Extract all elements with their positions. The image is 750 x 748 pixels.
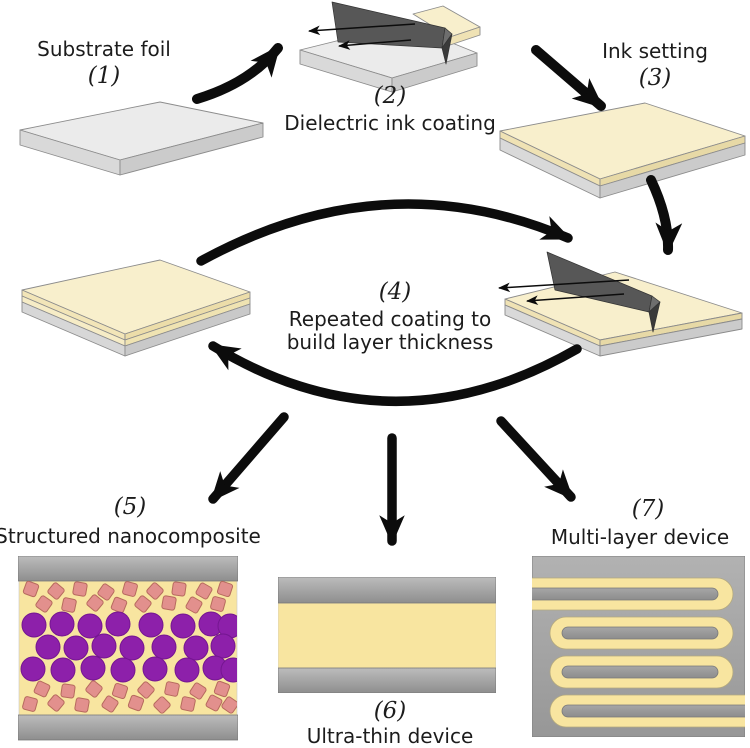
purple-filler-particle — [51, 658, 75, 682]
pink-filler-particle — [61, 684, 76, 699]
pink-filler-particle — [33, 680, 50, 697]
pink-filler-particle — [35, 595, 53, 613]
purple-filler-particle — [21, 657, 45, 681]
top-electrode-bar — [18, 556, 238, 581]
pink-filler-particle — [161, 595, 176, 610]
pink-filler-particle — [172, 582, 187, 597]
inner-electrode-finger — [562, 666, 718, 678]
step2-number: (2) — [373, 83, 407, 109]
pink-filler-particle — [72, 581, 87, 596]
purple-filler-particle — [36, 635, 60, 659]
step2-label: Dielectric ink coating — [284, 111, 496, 135]
step4-label-line2: build layer thickness — [286, 330, 494, 354]
step1-label: Substrate foil — [37, 37, 171, 61]
pink-filler-particle — [210, 596, 226, 612]
meander-stack — [532, 578, 745, 727]
purple-filler-particle — [175, 658, 199, 682]
pink-filler-particle — [101, 695, 119, 713]
purple-filler-particle — [111, 658, 135, 682]
inner-electrode-finger — [562, 705, 745, 717]
pink-filler-particle — [214, 681, 231, 698]
pink-filler-particle — [61, 597, 76, 612]
purple-filler-particle — [211, 634, 235, 658]
arrow-to-step5 — [213, 417, 284, 499]
pink-filler-particle — [180, 696, 195, 711]
pink-filler-particle — [137, 681, 155, 699]
pink-filler-particle — [217, 581, 233, 597]
pink-filler-particle — [221, 696, 237, 714]
pink-filler-particle — [164, 681, 179, 696]
purple-filler-particle — [92, 634, 116, 658]
purple-filler-particle — [78, 614, 102, 638]
nanocomposite-device-illustration — [18, 556, 238, 742]
pink-filler-particle — [146, 582, 164, 600]
purple-filler-particle — [152, 635, 176, 659]
step5-label: Structured nanocomposite — [0, 524, 261, 548]
dielectric-layer — [278, 603, 496, 668]
step6-number: (6) — [373, 698, 407, 724]
pink-filler-particle — [74, 697, 89, 712]
base-side-face — [600, 319, 742, 356]
purple-filler-particle — [81, 656, 105, 680]
pink-filler-particle — [185, 596, 203, 614]
blade-tip — [442, 34, 452, 64]
step6-label: Ultra-thin device — [306, 724, 474, 748]
pink-filler-particle — [85, 680, 103, 698]
pink-filler-particle — [47, 694, 65, 712]
step4-number: (4) — [378, 279, 412, 305]
substrate-foil-illustration — [15, 95, 265, 180]
ink-setting-illustration — [497, 96, 750, 200]
top-electrode-bar — [278, 577, 496, 603]
pink-filler-particle — [122, 581, 138, 597]
step7-label: Multi-layer device — [550, 525, 730, 549]
purple-filler-particle — [171, 614, 195, 638]
inner-electrode-finger — [562, 627, 718, 639]
purple-filler-particle — [106, 612, 130, 636]
purple-filler-particle — [64, 636, 88, 660]
pink-filler-particle — [23, 581, 40, 598]
ultra-thin-device-illustration — [278, 577, 496, 693]
pink-filler-particle — [153, 696, 171, 714]
purple-filler-particle — [184, 636, 208, 660]
base-side-face — [600, 143, 745, 198]
purple-filler-particle — [139, 613, 163, 637]
nanocomposite-particles — [21, 581, 237, 715]
purple-filler-particle — [221, 658, 237, 682]
step1-number: (1) — [87, 63, 121, 89]
pink-filler-particle — [97, 583, 115, 601]
purple-filler-particle — [50, 612, 74, 636]
pink-filler-particle — [112, 683, 128, 699]
bottom-electrode-bar — [18, 715, 238, 740]
step3-label: Ink setting — [602, 39, 708, 63]
slab-side-face — [392, 53, 477, 92]
pink-filler-particle — [205, 694, 223, 712]
arrow-step1-to-step2 — [197, 48, 278, 99]
purple-filler-particle — [143, 657, 167, 681]
slab-side-face — [120, 123, 263, 175]
purple-filler-particle — [22, 613, 46, 637]
step7-number: (7) — [631, 496, 665, 522]
step3-number: (3) — [638, 65, 672, 91]
double-coated-substrate-illustration — [15, 252, 260, 358]
step4-label-line1: Repeated coating to — [288, 307, 492, 331]
pink-filler-particle — [86, 594, 104, 612]
blade-face — [332, 2, 445, 48]
base-side-face — [125, 304, 250, 356]
pink-filler-particle — [47, 582, 65, 600]
pink-filler-particle — [128, 695, 145, 712]
purple-filler-particle — [120, 636, 144, 660]
bottom-electrode-bar — [278, 668, 496, 693]
pink-filler-particle — [111, 597, 128, 614]
arrow-to-step7 — [501, 421, 571, 497]
step5-number: (5) — [113, 494, 147, 520]
pink-filler-particle — [134, 595, 152, 613]
repeat-coating-station-illustration — [488, 244, 750, 358]
multi-layer-device-illustration — [532, 556, 745, 737]
inner-electrode-finger — [532, 588, 718, 600]
pink-filler-particle — [195, 582, 213, 600]
blade-tip — [649, 302, 660, 332]
pink-filler-particle — [22, 696, 38, 712]
pink-filler-particle — [189, 682, 207, 700]
